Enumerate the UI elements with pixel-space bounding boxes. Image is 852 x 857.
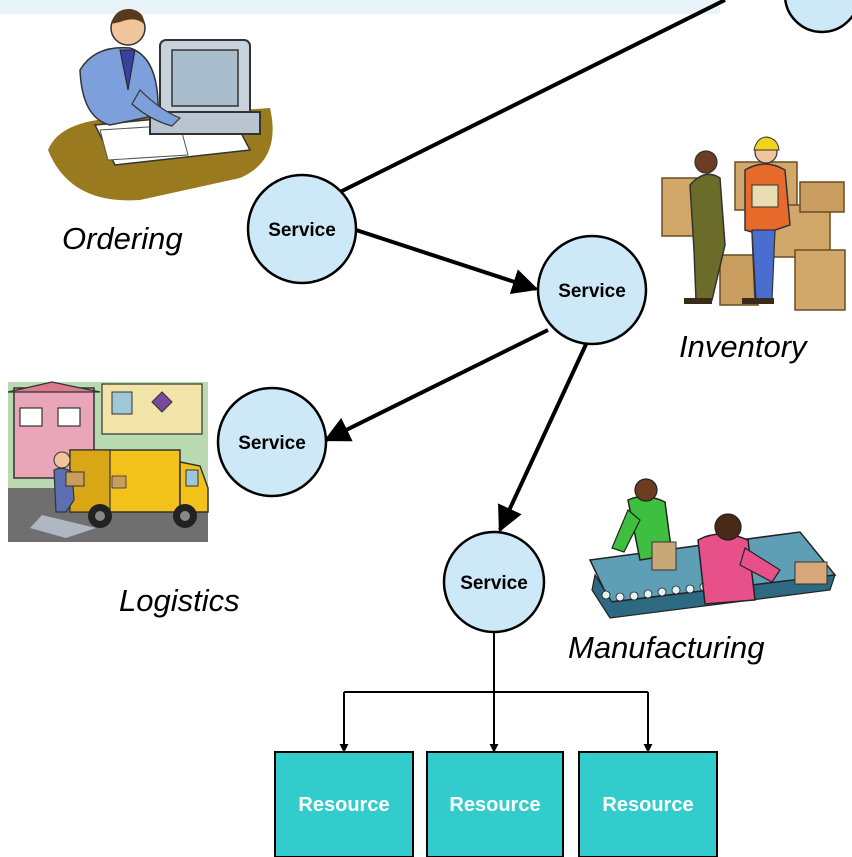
delivery-truck-clipart: [7, 381, 209, 542]
top-service-circle: [784, 0, 852, 34]
service-label: Service: [460, 573, 528, 594]
area-label-manufacturing: Manufacturing: [568, 630, 764, 665]
arrow-central-to-manufacturing: [498, 339, 590, 533]
resource-box-2[interactable]: Resource: [426, 751, 564, 857]
service-label: Service: [558, 281, 626, 302]
connector-top-to-ordering: [339, 0, 726, 194]
service-node-central[interactable]: Service: [536, 234, 648, 346]
service-label: Service: [268, 220, 336, 241]
service-node-ordering[interactable]: Service: [246, 173, 358, 285]
warehouse-workers-clipart: [661, 136, 846, 311]
area-label-logistics: Logistics: [119, 583, 240, 618]
arrow-ordering-to-central: [355, 228, 539, 295]
area-label-ordering: Ordering: [62, 221, 183, 256]
resource-label: Resource: [449, 794, 540, 816]
area-label-inventory: Inventory: [679, 329, 809, 364]
service-node-logistics[interactable]: Service: [216, 386, 328, 498]
resource-box-3[interactable]: Resource: [578, 751, 718, 857]
resource-label: Resource: [298, 794, 389, 816]
header-band: [0, 0, 720, 14]
service-label: Service: [238, 433, 306, 454]
assembly-line-clipart: [588, 478, 837, 619]
resource-label: Resource: [602, 794, 693, 816]
arrow-central-to-logistics: [323, 328, 549, 442]
service-node-manufacturing[interactable]: Service: [442, 530, 546, 634]
office-worker-clipart: [48, 8, 273, 201]
resource-box-1[interactable]: Resource: [274, 751, 414, 857]
resource-tree-lines: [339, 630, 653, 753]
